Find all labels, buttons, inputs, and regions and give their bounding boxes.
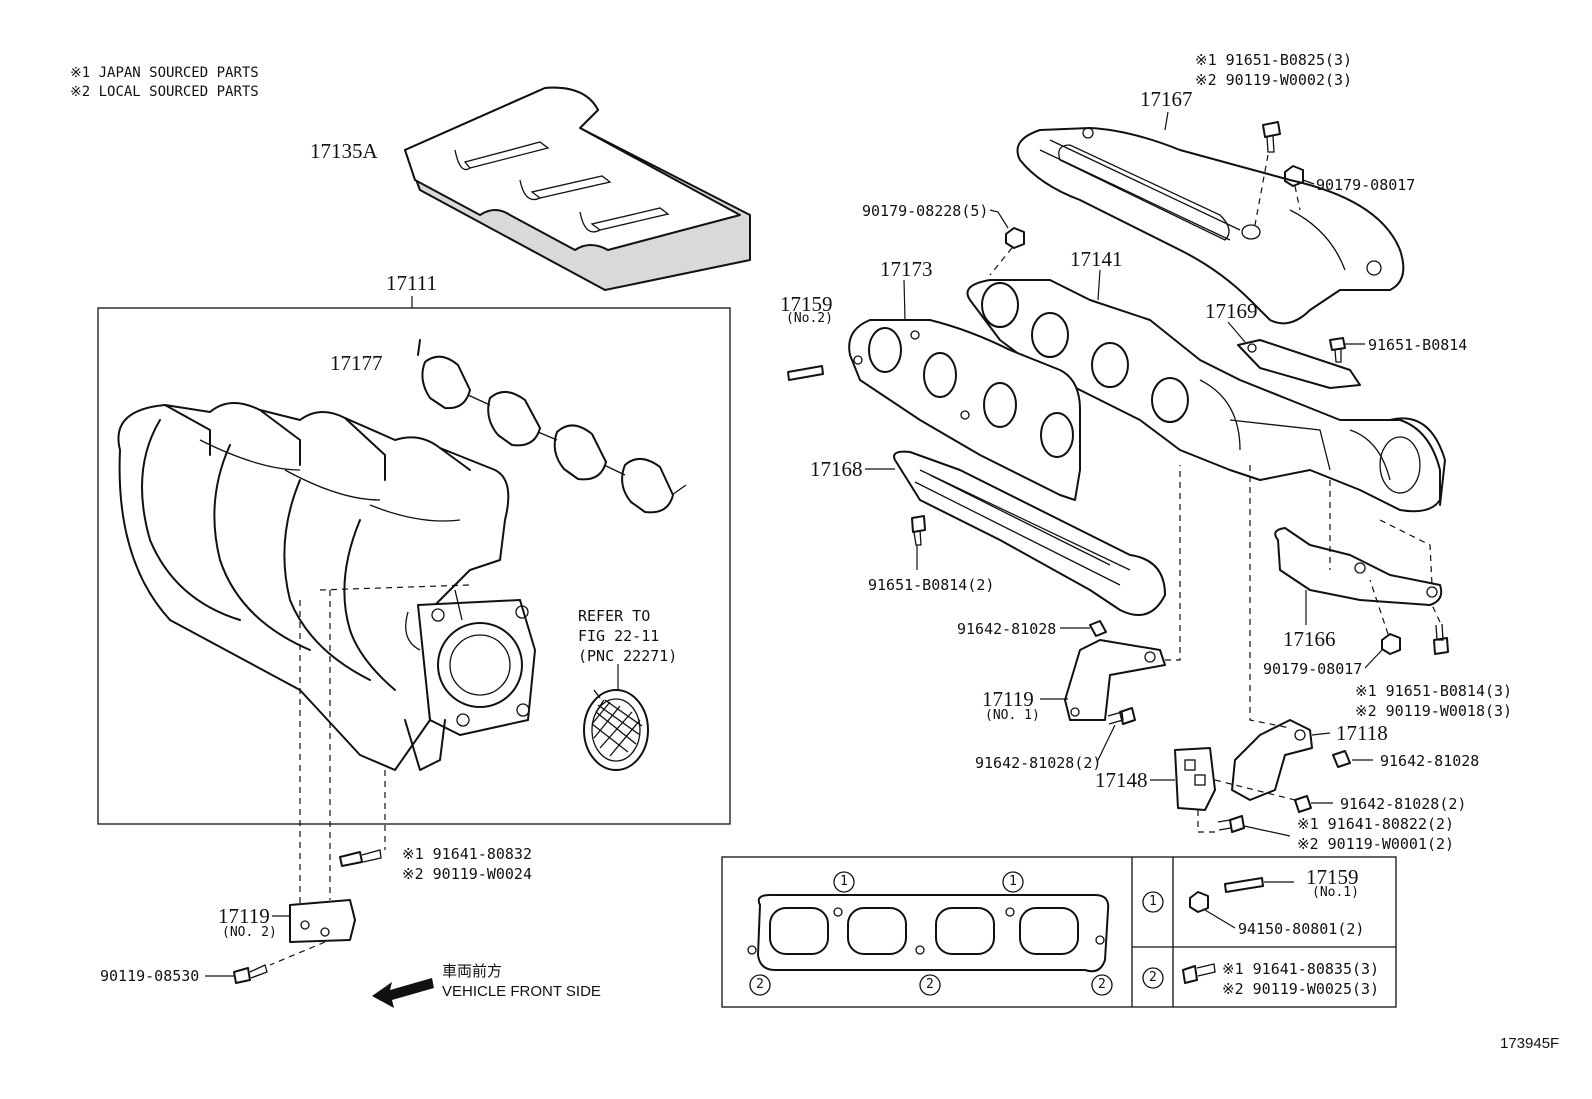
label-17119-no1: 17119 xyxy=(982,687,1034,711)
label-bolt-91651-b0814: 91651-B0814 xyxy=(1368,336,1468,354)
bolt-91642-81028-2b xyxy=(1294,795,1312,813)
label-17167: 17167 xyxy=(1140,87,1193,111)
intake-manifold-box xyxy=(97,307,731,825)
bracket-17119-no1 xyxy=(1064,639,1166,721)
throttle-gasket-22271 xyxy=(583,689,649,771)
nut-90179-08017-top xyxy=(1284,165,1304,187)
label-17119-no1-sub: (NO. 1) xyxy=(985,708,1040,723)
label-nut-90179-08017-top: 90179-08017 xyxy=(1316,176,1416,194)
inset-label-bolt-2: ※2 90119-W0025(3) xyxy=(1222,980,1380,998)
manifold-insulator-17167 xyxy=(1016,127,1405,325)
label-17111: 17111 xyxy=(386,271,437,295)
label-refer-to: REFER TO xyxy=(578,607,651,625)
label-bolt-91642-81028-2b: 91642-81028(2) xyxy=(1340,795,1467,813)
inset-circle-1b: 1 xyxy=(1009,874,1017,889)
bracket-17148 xyxy=(1174,747,1216,811)
label-17173: 17173 xyxy=(880,257,933,281)
bracket-17169 xyxy=(1237,339,1361,389)
label-17166-bolt-2: ※2 90119-W0018(3) xyxy=(1355,702,1513,720)
stud-17159-no2 xyxy=(787,365,824,381)
figure-id: 173945F xyxy=(1500,1035,1560,1052)
label-17148: 17148 xyxy=(1095,768,1148,792)
bolt-91651-b0825 xyxy=(1262,121,1281,153)
manifold-insulator-17168 xyxy=(893,450,1166,616)
label-fig-22-11: FIG 22-11 xyxy=(578,627,660,645)
intake-gasket-17177 xyxy=(417,339,687,514)
label-17167-bolt-1: ※1 91651-B0825(3) xyxy=(1195,51,1353,69)
bolt-91642-81028-b xyxy=(1332,750,1351,768)
label-intake-bolt-1: ※1 91641-80832 xyxy=(402,845,532,863)
bracket-17118 xyxy=(1231,719,1313,801)
manifold-insulator-17166 xyxy=(1274,527,1443,606)
label-17135a: 17135A xyxy=(310,139,378,163)
label-nut-90179-08228: 90179-08228(5) xyxy=(862,202,989,220)
label-17167-bolt-2: ※2 90119-W0002(3) xyxy=(1195,71,1353,89)
label-17119-no2: 17119 xyxy=(218,904,270,928)
exhaust-gasket-17173 xyxy=(848,319,1081,501)
inset-table xyxy=(721,856,1397,1008)
exhaust-manifold-17141 xyxy=(966,279,1446,513)
bracket-17119-no2 xyxy=(289,899,356,943)
intake-manifold-17111 xyxy=(117,402,536,771)
label-17166: 17166 xyxy=(1283,627,1336,651)
label-17159-no2: 17159 xyxy=(780,292,833,316)
note-local-sourced: ※2 LOCAL SOURCED PARTS xyxy=(70,84,259,100)
bolt-91641-80832 xyxy=(339,849,382,867)
inset-circle-2c: 2 xyxy=(1098,977,1106,992)
nut-90179-08228 xyxy=(1005,227,1025,249)
label-bolt-91642-81028-a: 91642-81028 xyxy=(957,620,1057,638)
front-arrow-icon xyxy=(372,978,434,1008)
label-bolt-91651-b0814-2: 91651-B0814(2) xyxy=(868,576,995,594)
label-17148-bolt-1: ※1 91641-80822(2) xyxy=(1297,815,1455,833)
bolt-91642-81028-a xyxy=(1089,620,1107,637)
bolt-90119-08530 xyxy=(233,964,268,984)
bolt-91651-b0814-3 xyxy=(1433,623,1449,655)
label-17166-bolt-1: ※1 91651-B0814(3) xyxy=(1355,682,1513,700)
label-17119-no2-sub: (NO. 2) xyxy=(222,925,277,940)
bolt-91651-b0814-2 xyxy=(911,515,926,546)
label-bolt-91642-81028-b: 91642-81028 xyxy=(1380,752,1480,770)
inset-circle-1a: 1 xyxy=(840,874,848,889)
label-17141: 17141 xyxy=(1070,247,1123,271)
bolt-91642-81028-2a xyxy=(1107,707,1136,725)
bolt-91651-b0814 xyxy=(1329,337,1346,363)
label-front-en: VEHICLE FRONT SIDE xyxy=(442,983,601,1000)
label-17159-no2-sub: (No.2) xyxy=(786,311,833,326)
label-bolt-90119-08530: 90119-08530 xyxy=(100,967,200,985)
inset-circle-2a: 2 xyxy=(756,977,764,992)
intake-manifold-insulator-17135a xyxy=(404,86,751,291)
label-pnc-22271: (PNC 22271) xyxy=(578,647,678,665)
label-17148-bolt-2: ※2 90119-W0001(2) xyxy=(1297,835,1455,853)
inset-circle-2b: 2 xyxy=(926,977,934,992)
label-intake-bolt-2: ※2 90119-W0024 xyxy=(402,865,532,883)
inset-label-17159-no1: 17159 xyxy=(1306,865,1359,889)
label-17169: 17169 xyxy=(1205,299,1258,323)
inset-row-1-circle: 1 xyxy=(1149,894,1157,909)
bolt-91641-80822 xyxy=(1217,815,1245,833)
label-bolt-91642-81028-2a: 91642-81028(2) xyxy=(975,754,1102,772)
label-17177: 17177 xyxy=(330,351,383,375)
nut-90179-08017-mid xyxy=(1381,633,1401,655)
inset-label-bolt-1: ※1 91641-80835(3) xyxy=(1222,960,1380,978)
label-nut-90179-08017-mid: 90179-08017 xyxy=(1263,660,1363,678)
label-17118: 17118 xyxy=(1336,721,1388,745)
label-17168: 17168 xyxy=(810,457,863,481)
inset-label-17159-no1-sub: (No.1) xyxy=(1312,885,1359,900)
inset-label-nut-94150: 94150-80801(2) xyxy=(1238,920,1365,938)
label-front-jp: 車両前方 xyxy=(442,963,503,980)
note-japan-sourced: ※1 JAPAN SOURCED PARTS xyxy=(70,65,259,81)
inset-row-2-circle: 2 xyxy=(1149,970,1157,985)
